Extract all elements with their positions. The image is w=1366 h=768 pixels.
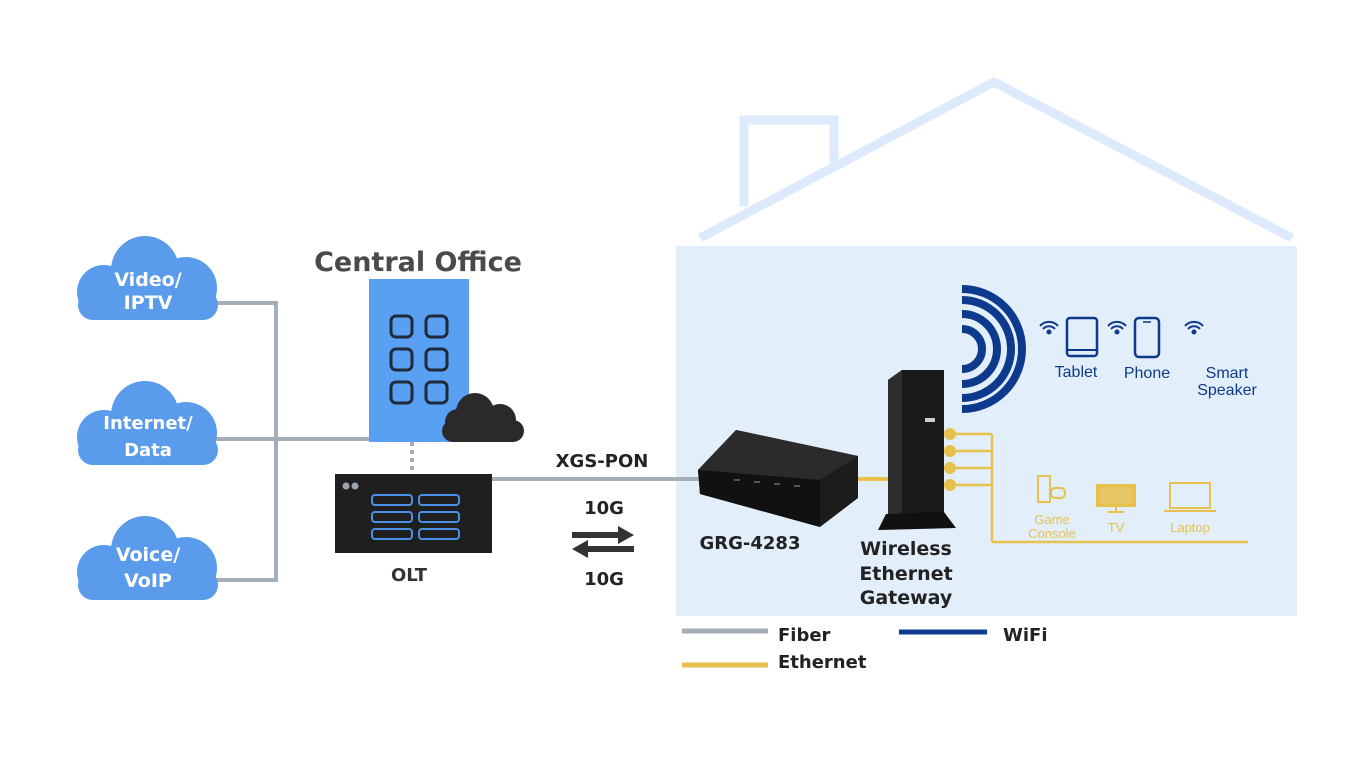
cloud-internet [77, 381, 218, 465]
central-office-title: Central Office [314, 247, 522, 278]
tablet-icon [1065, 316, 1099, 358]
legend-ethernet-label: Ethernet [778, 652, 867, 673]
wifi-small-icon [1039, 320, 1059, 335]
ont-label: GRG-4283 [700, 533, 801, 554]
wifi-signal-icon [961, 285, 1026, 413]
wifi-small-icon [1184, 320, 1204, 335]
house-chimney [739, 115, 839, 206]
house-body [676, 246, 1297, 616]
link-protocol: XGS-PON [556, 451, 649, 472]
phone-icon [1133, 316, 1161, 359]
legend: Fiber WiFi Ethernet [682, 625, 1048, 673]
tv-label: TV [1108, 520, 1125, 535]
speaker-label-1: Smart [1206, 365, 1249, 382]
fiber-lines [210, 301, 700, 582]
cloud-video [77, 236, 218, 320]
ethernet-ports [944, 428, 956, 491]
cloud-voice [77, 516, 218, 600]
wifi-small-icon [1107, 320, 1127, 335]
bidirectional-arrows-icon [572, 526, 634, 558]
game-console-icon [1037, 475, 1066, 503]
gateway-label-3: Gateway [860, 587, 953, 609]
cloud-video-label-2: IPTV [124, 292, 173, 314]
cloud-icon [442, 393, 524, 442]
game-console-label-1: Game [1034, 512, 1069, 527]
ethernet-lines [950, 432, 1248, 544]
ont-device [698, 430, 858, 527]
link-down-speed: 10G [584, 569, 624, 590]
gateway-label-1: Wireless [860, 538, 952, 560]
speaker-label-2: Speaker [1197, 382, 1257, 399]
house-roof [697, 76, 1295, 242]
tablet-label: Tablet [1055, 364, 1098, 381]
cloud-voice-label-2: VoIP [124, 570, 172, 592]
cloud-internet-label-2: Data [124, 440, 172, 461]
laptop-label: Laptop [1170, 520, 1210, 535]
tv-icon [1096, 484, 1136, 513]
cloud-internet-label-1: Internet/ [103, 413, 193, 434]
cloud-video-label-1: Video/ [114, 269, 181, 291]
laptop-icon [1164, 482, 1216, 512]
link-up-speed: 10G [584, 498, 624, 519]
legend-fiber-label: Fiber [778, 625, 831, 646]
game-console-label-2: Console [1028, 526, 1076, 541]
phone-label: Phone [1124, 365, 1170, 382]
olt-label: OLT [391, 565, 428, 586]
gateway-device [878, 370, 956, 530]
legend-wifi-label: WiFi [1003, 625, 1048, 646]
gateway-label-2: Ethernet [859, 563, 952, 585]
olt-device [335, 474, 492, 553]
cloud-voice-label-1: Voice/ [116, 544, 180, 566]
